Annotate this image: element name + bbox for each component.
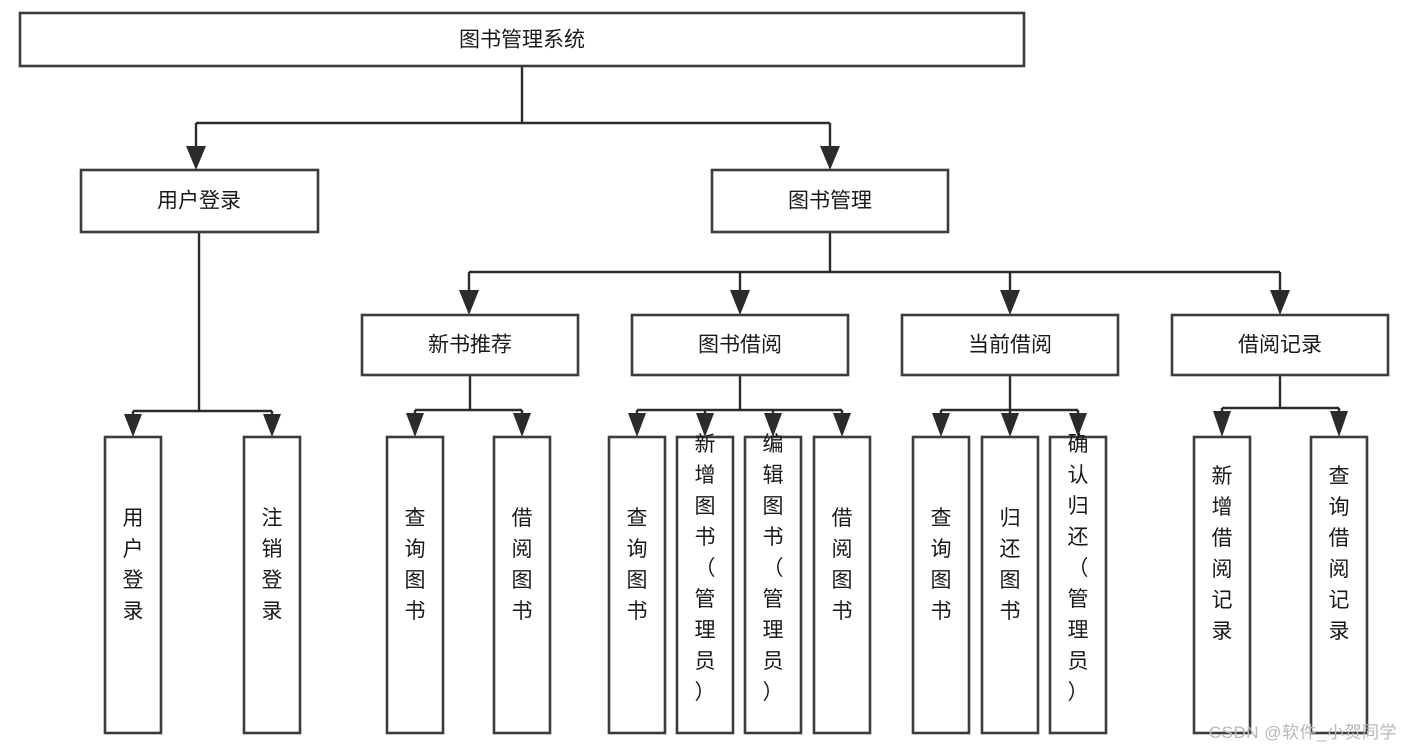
- node-label-leaf-borrow-book: 借阅图书: [832, 507, 853, 623]
- arrowhead-to-book-mgmt: [820, 146, 840, 170]
- node-label-leaf-add-borrow-record: 新增借阅记录: [1212, 465, 1233, 643]
- node-box-leaf-borrow-book: [812, 435, 872, 735]
- node-leaf-query-book-newrec[interactable]: 查询图书: [385, 435, 445, 735]
- node-label-leaf-edit-book-admin: 编辑图书（管理员）: [763, 433, 784, 704]
- node-box-leaf-query-book-borrow: [607, 435, 667, 735]
- arrowhead-newbook-leaf-1: [406, 413, 424, 437]
- arrowhead-bookborrow-leaf-1: [628, 413, 646, 437]
- arrowhead-bookborrow-leaf-3: [764, 413, 782, 437]
- node-book-borrow[interactable]: 图书借阅: [630, 313, 850, 377]
- node-leaf-borrow-book-newrec[interactable]: 借阅图书: [492, 435, 552, 735]
- arrowhead-to-new-book-rec: [459, 290, 479, 315]
- node-current-borrow[interactable]: 当前借阅: [900, 313, 1120, 377]
- node-label-leaf-borrow-book-newrec: 借阅图书: [512, 507, 533, 623]
- node-leaf-add-borrow-record[interactable]: 新增借阅记录: [1192, 435, 1252, 735]
- arrowhead-to-book-borrow: [730, 290, 750, 315]
- node-box-book-management: [710, 168, 950, 234]
- node-borrow-record[interactable]: 借阅记录: [1170, 313, 1390, 377]
- node-label-borrow-record: 借阅记录: [1238, 334, 1322, 357]
- arrowhead-bookborrow-leaf-2: [696, 413, 714, 437]
- arrowhead-borrowrecord-leaf-2: [1330, 411, 1348, 437]
- node-leaf-user-login[interactable]: 用户登录: [103, 435, 163, 735]
- connector-group-currentborrow-to-leaves: [932, 375, 1087, 437]
- node-label-leaf-add-book-admin: 新增图书（管理员）: [695, 433, 716, 704]
- node-label-book-management: 图书管理: [788, 190, 872, 213]
- node-box-leaf-user-login: [103, 435, 163, 735]
- arrowhead-to-current-borrow: [1000, 290, 1020, 315]
- node-box-leaf-add-borrow-record: [1192, 435, 1252, 735]
- node-label-leaf-query-book-newrec: 查询图书: [405, 507, 426, 623]
- arrowhead-newbook-leaf-2: [513, 413, 531, 437]
- node-leaf-query-book-borrow[interactable]: 查询图书: [607, 435, 667, 735]
- node-leaf-logout[interactable]: 注销登录: [242, 435, 302, 735]
- arrowhead-leaf-logout: [263, 414, 281, 437]
- connector-group-bookborrow-to-leaves: [628, 375, 851, 437]
- node-leaf-edit-book-admin[interactable]: 编辑图书（管理员）: [743, 433, 803, 735]
- node-box-leaf-logout: [242, 435, 302, 735]
- arrowhead-leaf-user-login: [124, 414, 142, 437]
- connector-group-booklogin-to-leaves: [124, 232, 281, 437]
- connector-group-bookmgmt-to-level3: [459, 232, 1290, 315]
- arrowhead-bookborrow-leaf-4: [833, 413, 851, 437]
- node-box-leaf-query-book-current: [911, 435, 971, 735]
- node-root-system[interactable]: 图书管理系统: [18, 11, 1026, 68]
- node-box-leaf-borrow-book-newrec: [492, 435, 552, 735]
- node-leaf-borrow-book[interactable]: 借阅图书: [812, 435, 872, 735]
- arrowhead-currentborrow-leaf-3: [1069, 413, 1087, 437]
- arrowhead-to-borrow-record: [1270, 290, 1290, 315]
- node-user-login[interactable]: 用户登录: [79, 168, 320, 234]
- node-leaf-confirm-return-admin[interactable]: 确认归还（管理员）: [1048, 433, 1108, 735]
- arrowhead-to-user-login: [186, 146, 206, 170]
- node-label-new-book-recommend: 新书推荐: [428, 334, 512, 357]
- node-book-management[interactable]: 图书管理: [710, 168, 950, 234]
- node-label-leaf-return-book: 归还图书: [1000, 507, 1021, 623]
- node-box-root: [18, 11, 1026, 68]
- node-label-root: 图书管理系统: [459, 29, 585, 52]
- csdn-watermark: CSDN @软件_小贺同学: [1208, 723, 1397, 742]
- node-box-leaf-edit-book-admin: [743, 435, 803, 735]
- node-new-book-recommend[interactable]: 新书推荐: [360, 313, 580, 377]
- node-box-current-borrow: [900, 313, 1120, 377]
- node-box-user-login: [79, 168, 320, 234]
- node-leaf-query-book-current[interactable]: 查询图书: [911, 435, 971, 735]
- node-box-leaf-return-book: [980, 435, 1040, 735]
- node-label-leaf-confirm-return-admin: 确认归还（管理员）: [1068, 433, 1089, 704]
- node-label-current-borrow: 当前借阅: [968, 334, 1052, 357]
- arrowhead-currentborrow-leaf-1: [932, 413, 950, 437]
- node-leaf-query-borrow-record[interactable]: 查询借阅记录: [1309, 435, 1369, 735]
- node-box-leaf-confirm-return-admin: [1048, 435, 1108, 735]
- node-box-book-borrow: [630, 313, 850, 377]
- node-box-leaf-add-book-admin: [675, 435, 735, 735]
- node-box-new-book-recommend: [360, 313, 580, 377]
- connector-group-newbook-to-leaves: [406, 375, 531, 437]
- node-label-leaf-query-borrow-record: 查询借阅记录: [1329, 465, 1350, 643]
- node-box-leaf-query-book-newrec: [385, 435, 445, 735]
- node-label-book-borrow: 图书借阅: [698, 334, 782, 357]
- node-label-user-login: 用户登录: [157, 190, 241, 213]
- node-box-leaf-query-borrow-record: [1309, 435, 1369, 735]
- node-label-leaf-logout: 注销登录: [262, 507, 283, 623]
- node-label-leaf-user-login: 用户登录: [123, 507, 144, 623]
- node-leaf-add-book-admin[interactable]: 新增图书（管理员）: [675, 433, 735, 735]
- arrowhead-currentborrow-leaf-2: [1001, 413, 1019, 437]
- node-leaf-return-book[interactable]: 归还图书: [980, 435, 1040, 735]
- node-label-leaf-query-book-borrow: 查询图书: [627, 507, 648, 623]
- connector-group-root-to-level2: [186, 66, 840, 170]
- connector-group-borrowrecord-to-leaves: [1213, 375, 1348, 437]
- node-box-borrow-record: [1170, 313, 1390, 377]
- arrowhead-borrowrecord-leaf-1: [1213, 411, 1231, 437]
- node-label-leaf-query-book-current: 查询图书: [931, 507, 952, 623]
